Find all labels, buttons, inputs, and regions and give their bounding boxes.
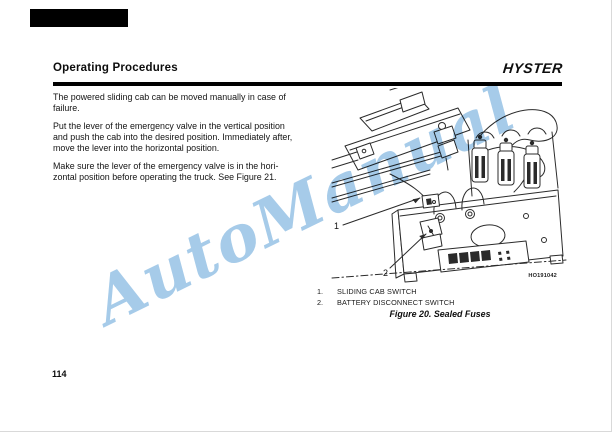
text-line: Make sure the lever of the emergency val… [53,161,279,171]
legend-row: 1. SLIDING CAB SWITCH [317,287,562,298]
fuse-cylinder [497,137,515,186]
legend-label: BATTERY DISCONNECT SWITCH [337,297,455,307]
clamp-hardware [331,142,375,169]
header-rule [53,82,562,86]
callout-marker-1: 1 [334,221,339,231]
scan-registration-mark [30,9,128,27]
fuse-cylinder [523,140,541,189]
sliding-cab-switch [421,193,440,209]
text-line: The powered sliding cab can be moved man… [53,92,286,102]
body-text-column: The powered sliding cab can be moved man… [53,92,311,190]
legend-number: 1. [317,287,324,296]
u-tubes [433,187,485,223]
brand-logo: HYSTER [502,60,564,76]
figure-legend: 1. SLIDING CAB SWITCH 2. BATTERY DISCONN… [317,287,562,308]
frame-plate [359,84,430,132]
text-line: failure. [53,103,80,113]
slide-rails [331,149,449,203]
valve-assembly [389,125,459,205]
figure-caption: Figure 20. Sealed Fuses [389,309,491,319]
callout-1: 1 [334,197,421,231]
text-line: zontal position before operating the tru… [53,172,277,182]
paragraph: Put the lever of the emergency valve in … [53,121,311,154]
sealed-fuses [467,127,559,197]
figure-reference-code: HO191042 [528,273,557,279]
sealed-fuses-diagram: 1 2 [331,84,567,283]
legend-row: 2. BATTERY DISCONNECT SWITCH [317,298,562,309]
legend-label: SLIDING CAB SWITCH [337,287,417,296]
battery-disconnect-switch [419,217,443,251]
paragraph: The powered sliding cab can be moved man… [53,92,311,114]
legend-number: 2. [317,297,324,307]
page-number: 114 [52,369,67,379]
text-line: Put the lever of the emergency valve in … [53,121,285,131]
callout-2: 2 [383,233,427,278]
figure-illustration: 1 2 [330,84,570,288]
page-title: Operating Procedures [53,62,178,74]
fuse-cylinder [471,134,489,183]
text-line: move the lever into the horizontal posit… [53,143,220,153]
callout-marker-2: 2 [383,268,388,278]
ground-line [331,259,567,279]
text-line: and push the cab into the desired positi… [53,132,293,142]
paragraph: Make sure the lever of the emergency val… [53,161,311,183]
